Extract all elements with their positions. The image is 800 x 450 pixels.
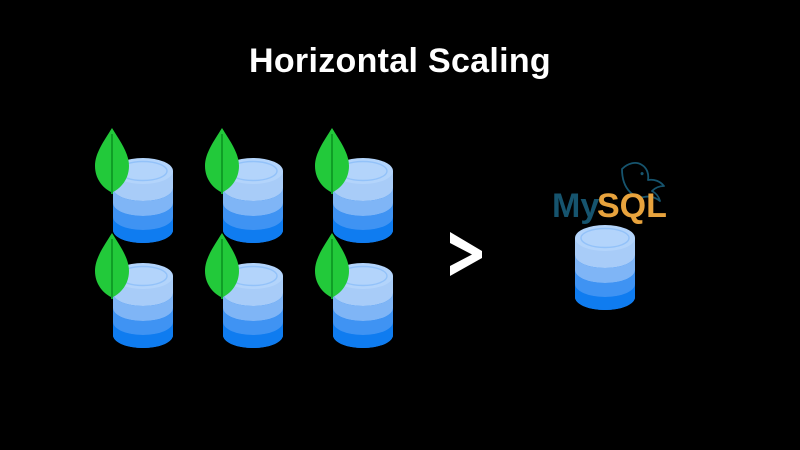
mongodb-leaf-icon <box>315 128 349 196</box>
database-cylinder-icon <box>333 158 393 243</box>
mongodb-leaf-icon <box>205 233 239 301</box>
mongodb-node-2[interactable] <box>205 128 283 243</box>
mysql-database-cylinder-icon <box>575 225 635 310</box>
greater-than-symbol <box>446 228 486 278</box>
database-cylinder-icon <box>223 158 283 243</box>
mysql-dolphin-icon <box>621 162 665 202</box>
mysql-text-sql: SQL <box>597 187 667 225</box>
mongodb-node-1[interactable] <box>95 128 173 243</box>
mysql-logo: My SQL <box>550 155 675 227</box>
page-title: Horizontal Scaling <box>249 42 551 80</box>
mongodb-node-5[interactable] <box>205 233 283 348</box>
database-cylinder-icon <box>113 158 173 243</box>
database-cylinder-icon <box>113 263 173 348</box>
mysql-instance[interactable]: My SQL <box>550 155 680 315</box>
mongodb-node-6[interactable] <box>315 233 393 348</box>
database-cylinder-icon <box>223 263 283 348</box>
mongodb-leaf-icon <box>95 233 129 301</box>
mongodb-node-3[interactable] <box>315 128 393 243</box>
mongodb-leaf-icon <box>95 128 129 196</box>
mongodb-leaf-icon <box>315 233 349 301</box>
mongodb-leaf-icon <box>205 128 239 196</box>
mongodb-node-4[interactable] <box>95 233 173 348</box>
mysql-text-my: My <box>552 187 599 225</box>
